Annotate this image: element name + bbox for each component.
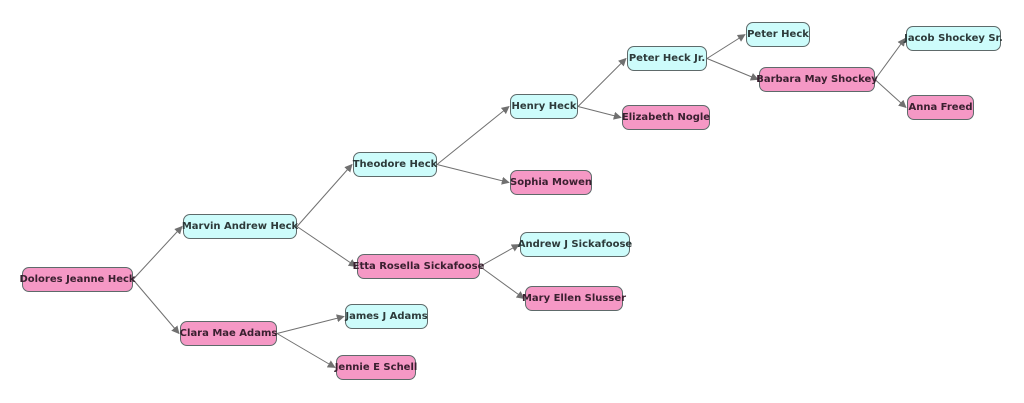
person-name: Mary Ellen Slusser xyxy=(521,293,627,304)
edge-p1-p3 xyxy=(296,163,353,227)
edge-p0-p2 xyxy=(132,279,180,335)
person-name: Theodore Heck xyxy=(352,159,438,170)
person-node-theodore-heck[interactable]: Theodore Heck xyxy=(353,152,437,177)
person-node-elizabeth-nogle[interactable]: Elizabeth Nogle xyxy=(622,105,710,130)
person-name: Etta Rosella Sickafoose xyxy=(352,261,485,272)
person-name: Jacob Shockey Sr. xyxy=(904,33,1003,44)
person-name: James J Adams xyxy=(345,311,428,322)
person-node-henry-heck[interactable]: Henry Heck xyxy=(510,94,578,119)
person-node-clara-mae-adams[interactable]: Clara Mae Adams xyxy=(180,321,277,346)
person-name: Dolores Jeanne Heck xyxy=(19,274,136,285)
person-name: Sophia Mowen xyxy=(510,177,592,188)
person-node-jennie-e-schell[interactable]: Jennie E Schell xyxy=(334,355,418,380)
edge-p7-p12 xyxy=(577,106,622,120)
person-name: Henry Heck xyxy=(511,101,577,112)
person-name: Andrew J Sickafoose xyxy=(517,239,633,250)
person-name: Jennie E Schell xyxy=(334,362,418,373)
person-node-sophia-mowen[interactable]: Sophia Mowen xyxy=(510,170,592,195)
person-node-peter-heck-jr[interactable]: Peter Heck Jr. xyxy=(627,46,707,71)
person-node-etta-rosella-sickafoose[interactable]: Etta Rosella Sickafoose xyxy=(353,254,484,279)
edge-p1-p4 xyxy=(296,226,357,267)
person-node-marvin-andrew-heck[interactable]: Marvin Andrew Heck xyxy=(181,214,299,239)
edge-p11-p14 xyxy=(706,58,759,81)
person-node-andrew-j-sickafoose[interactable]: Andrew J Sickafoose xyxy=(517,232,633,257)
person-node-james-j-adams[interactable]: James J Adams xyxy=(345,304,428,329)
person-node-barbara-may-shockey[interactable]: Barbara May Shockey xyxy=(756,67,878,92)
person-name: Marvin Andrew Heck xyxy=(181,221,299,232)
person-node-jacob-shockey-sr[interactable]: Jacob Shockey Sr. xyxy=(904,26,1003,51)
person-node-dolores-jeanne-heck[interactable]: Dolores Jeanne Heck xyxy=(19,267,136,292)
edge-p2-p5 xyxy=(276,314,345,334)
edge-p0-p1 xyxy=(132,225,183,280)
person-name: Elizabeth Nogle xyxy=(621,112,711,123)
edge-p14-p15 xyxy=(874,37,906,80)
person-node-mary-ellen-slusser[interactable]: Mary Ellen Slusser xyxy=(521,286,627,311)
person-name: Peter Heck Jr. xyxy=(628,53,706,64)
edge-p3-p8 xyxy=(436,164,510,185)
edge-p3-p7 xyxy=(436,105,510,165)
person-node-peter-heck[interactable]: Peter Heck xyxy=(746,22,810,47)
edge-p4-p9 xyxy=(479,244,520,267)
edge-p4-p10 xyxy=(479,266,525,299)
person-name: Anna Freed xyxy=(908,102,973,113)
person-name: Barbara May Shockey xyxy=(756,74,878,85)
person-node-anna-freed[interactable]: Anna Freed xyxy=(907,95,974,120)
edge-p14-p16 xyxy=(874,79,907,109)
person-name: Clara Mae Adams xyxy=(179,328,278,339)
person-name: Peter Heck xyxy=(747,29,809,40)
edge-p11-p13 xyxy=(706,34,746,59)
edge-p7-p11 xyxy=(577,57,627,107)
edge-p2-p6 xyxy=(276,333,336,368)
